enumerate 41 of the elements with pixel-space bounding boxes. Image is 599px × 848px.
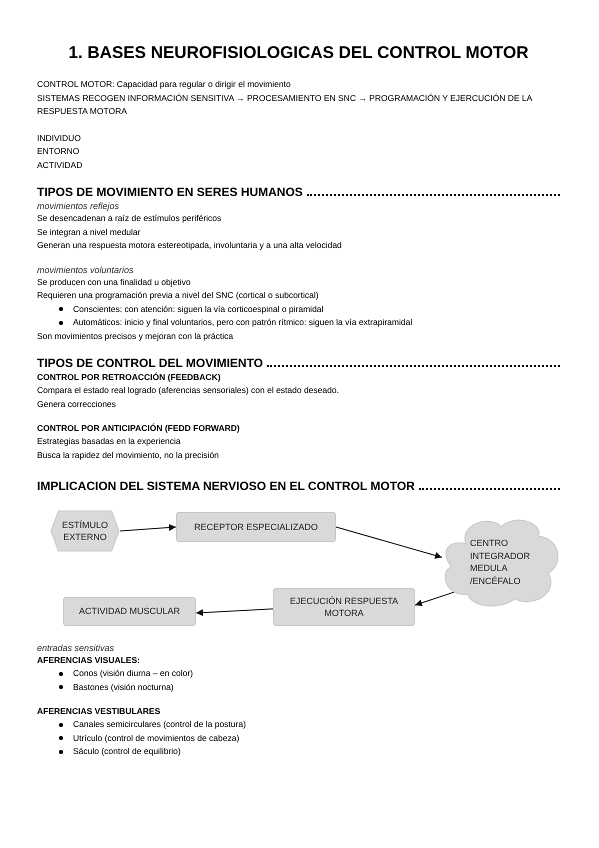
arrow bbox=[414, 590, 457, 606]
bullet-text: Sáculo (control de equilibrio) bbox=[73, 745, 181, 758]
body-text: Se desencadenan a raíz de estímulos periféricos bbox=[37, 213, 222, 223]
bullet-text: Automáticos: inicio y final voluntarios, pero con patrón rítmico: siguen la vía extrapiramidal bbox=[73, 316, 412, 329]
section-heading: TIPOS DE CONTROL DEL MOVIMIENTO bbox=[37, 355, 560, 371]
arrow bbox=[336, 526, 442, 559]
body-text: INDIVIDUO bbox=[37, 132, 81, 142]
body-text: SISTEMAS RECOGEN INFORMACIÓN SENSITIVA → PROCESAMIENTO EN SNC → PROGRAMACIÓN Y EJERCUCIÓN DE LA RESPUESTA MOTORA bbox=[37, 92, 532, 116]
body-text: Busca la rapidez del movimiento, no la precisión bbox=[37, 450, 219, 460]
subheading: CONTROL POR ANTICIPACIÓN (FEDD FORWARD) bbox=[37, 423, 240, 433]
section-heading: IMPLICACION DEL SISTEMA NERVIOSO EN EL CONTROL MOTOR bbox=[37, 478, 560, 494]
body-text: Compara el estado real logrado (aferencias sensoriales) con el estado deseado. bbox=[37, 385, 339, 395]
body-text: Se integran a nivel medular bbox=[37, 226, 140, 236]
arrow bbox=[196, 608, 274, 616]
process-box: RECEPTOR ESPECIALIZADO bbox=[176, 512, 336, 542]
bullet-text: Canales semicirculares (control de la postura) bbox=[73, 718, 246, 731]
body-text: Son movimientos precisos y mejoran con la práctica bbox=[37, 330, 234, 340]
bullet-text: Utrículo (control de movimientos de cabeza) bbox=[73, 732, 240, 745]
subheading: movimientos voluntarios bbox=[37, 264, 134, 274]
subheading: AFERENCIAS VESTIBULARES bbox=[37, 706, 160, 716]
hexagon-node: ESTÍMULO EXTERNO bbox=[50, 510, 120, 552]
body-text: CONTROL MOTOR: Capacidad para regular o dirigir el movimiento bbox=[37, 79, 291, 89]
bullet-text: Conos (visión diurna – en color) bbox=[73, 667, 194, 680]
body-text: ACTIVIDAD bbox=[37, 160, 82, 170]
process-box: ACTIVIDAD MUSCULAR bbox=[63, 597, 196, 626]
subheading: CONTROL POR RETROACCIÓN (FEEDBACK) bbox=[37, 372, 221, 382]
bullet-text: Bastones (visión nocturna) bbox=[73, 680, 174, 694]
section-heading: TIPOS DE MOVIMIENTO EN SERES HUMANOS bbox=[37, 184, 560, 200]
subheading: entradas sensitivas bbox=[37, 643, 114, 653]
body-text: Se producen con una finalidad u objetivo bbox=[37, 276, 191, 286]
page-title: 1. BASES NEUROFISIOLOGICAS DEL CONTROL MOTOR bbox=[68, 42, 530, 64]
subheading: movimientos reflejos bbox=[37, 201, 120, 211]
body-text: Generan una respuesta motora estereotipada, involuntaria y a una alta velocidad bbox=[37, 240, 342, 250]
body-text: Requieren una programación previa a nivel del SNC (cortical o subcortical) bbox=[37, 290, 319, 300]
body-text: Estrategias basadas en la experiencia bbox=[37, 436, 181, 446]
arrow bbox=[120, 524, 176, 532]
bullet-text: Conscientes: con atención: siguen la vía corticoespinal o piramidal bbox=[73, 302, 324, 316]
process-box: EJECUCIÓN RESPUESTA MOTORA bbox=[273, 588, 415, 626]
subheading: AFERENCIAS VISUALES: bbox=[37, 655, 140, 665]
body-text: ENTORNO bbox=[37, 146, 80, 156]
body-text: Genera correcciones bbox=[37, 398, 116, 408]
